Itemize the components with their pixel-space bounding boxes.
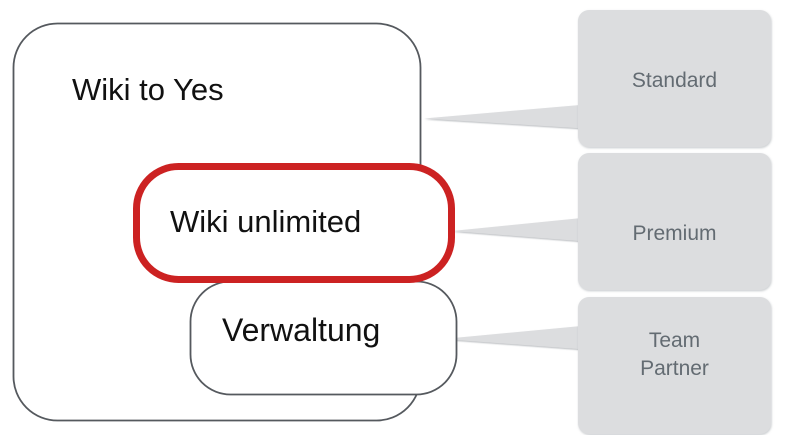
tier-label-team-partner-line1: Team	[648, 329, 701, 352]
node-wiki-unlimited[interactable]	[133, 163, 455, 283]
tier-card-team-partner[interactable]	[578, 297, 771, 434]
node-label-verwaltung: Verwaltung	[222, 312, 381, 348]
tier-label-standard: Standard	[631, 69, 718, 92]
connector-standard	[424, 104, 592, 129]
tier-card-standard[interactable]	[578, 10, 771, 147]
tier-card-premium[interactable]	[578, 153, 771, 290]
tier-label-premium: Premium	[632, 222, 717, 245]
tier-label-team-partner-line2: Partner	[640, 356, 709, 380]
node-label-wiki-to-yes: Wiki to Yes	[72, 72, 224, 107]
connector-premium	[452, 217, 592, 242]
connector-team-partner	[443, 325, 592, 350]
tier-label-team-partner: Team Partner	[578, 327, 771, 382]
node-label-wiki-unlimited: Wiki unlimited	[170, 204, 362, 239]
